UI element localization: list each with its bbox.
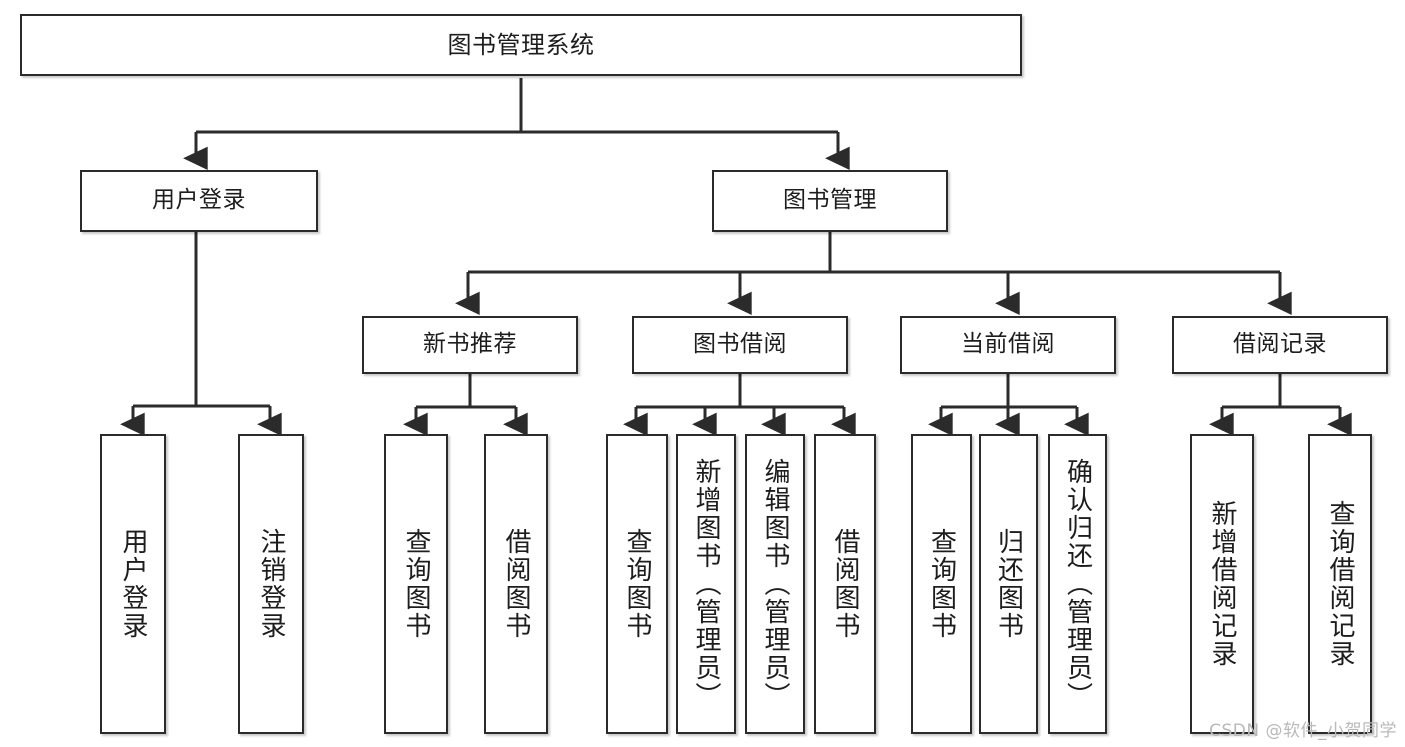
node-label: 图书管理系统: [447, 30, 595, 59]
leaf-user-login[interactable]: 用户登录: [100, 434, 166, 734]
csdn-watermark: CSDN @软件_小贺同学: [1209, 721, 1397, 741]
node-label: 新增借阅记录: [1207, 500, 1238, 668]
node-current-borrow[interactable]: 当前借阅: [900, 316, 1116, 374]
node-label: 图书借阅: [693, 331, 787, 358]
node-label: 图书管理: [783, 187, 877, 214]
node-label: 当前借阅: [961, 331, 1055, 358]
leaf-return-book[interactable]: 归还图书: [979, 434, 1038, 734]
leaf-query-book-borrow[interactable]: 查询图书: [606, 434, 668, 734]
node-label: 查询图书: [622, 528, 653, 640]
node-label: 注销登录: [256, 528, 287, 640]
node-root-book-management-system[interactable]: 图书管理系统: [20, 14, 1022, 76]
leaf-add-borrow-record[interactable]: 新增借阅记录: [1190, 434, 1254, 734]
node-borrow-record[interactable]: 借阅记录: [1172, 316, 1388, 374]
leaf-logout-login[interactable]: 注销登录: [238, 434, 304, 734]
node-book-management[interactable]: 图书管理: [712, 170, 948, 232]
node-label: 新书推荐: [423, 331, 517, 358]
node-label: 用户登录: [118, 528, 149, 640]
node-label: 查询图书: [926, 528, 957, 640]
leaf-query-borrow-record[interactable]: 查询借阅记录: [1308, 434, 1372, 734]
leaf-confirm-return-admin[interactable]: 确认归还（管理员）: [1048, 434, 1107, 734]
node-label: 新增图书（管理员）: [691, 458, 722, 710]
leaf-query-book-recommend[interactable]: 查询图书: [384, 434, 448, 734]
leaf-borrow-book[interactable]: 借阅图书: [814, 434, 876, 734]
node-label: 归还图书: [993, 528, 1024, 640]
node-label: 编辑图书（管理员）: [760, 458, 791, 710]
node-label: 借阅图书: [501, 528, 532, 640]
node-label: 查询借阅记录: [1325, 500, 1356, 668]
leaf-borrow-book-recommend[interactable]: 借阅图书: [484, 434, 548, 734]
leaf-query-book-current[interactable]: 查询图书: [911, 434, 972, 734]
node-new-book-recommend[interactable]: 新书推荐: [362, 316, 578, 374]
node-user-login[interactable]: 用户登录: [80, 170, 318, 232]
node-label: 借阅记录: [1233, 331, 1327, 358]
node-label: 借阅图书: [830, 528, 861, 640]
leaf-edit-book-admin[interactable]: 编辑图书（管理员）: [745, 434, 805, 734]
node-book-borrow[interactable]: 图书借阅: [632, 316, 848, 374]
node-label: 查询图书: [401, 528, 432, 640]
node-label: 用户登录: [152, 187, 246, 214]
node-label: 确认归还（管理员）: [1062, 458, 1093, 710]
leaf-add-book-admin[interactable]: 新增图书（管理员）: [676, 434, 736, 734]
